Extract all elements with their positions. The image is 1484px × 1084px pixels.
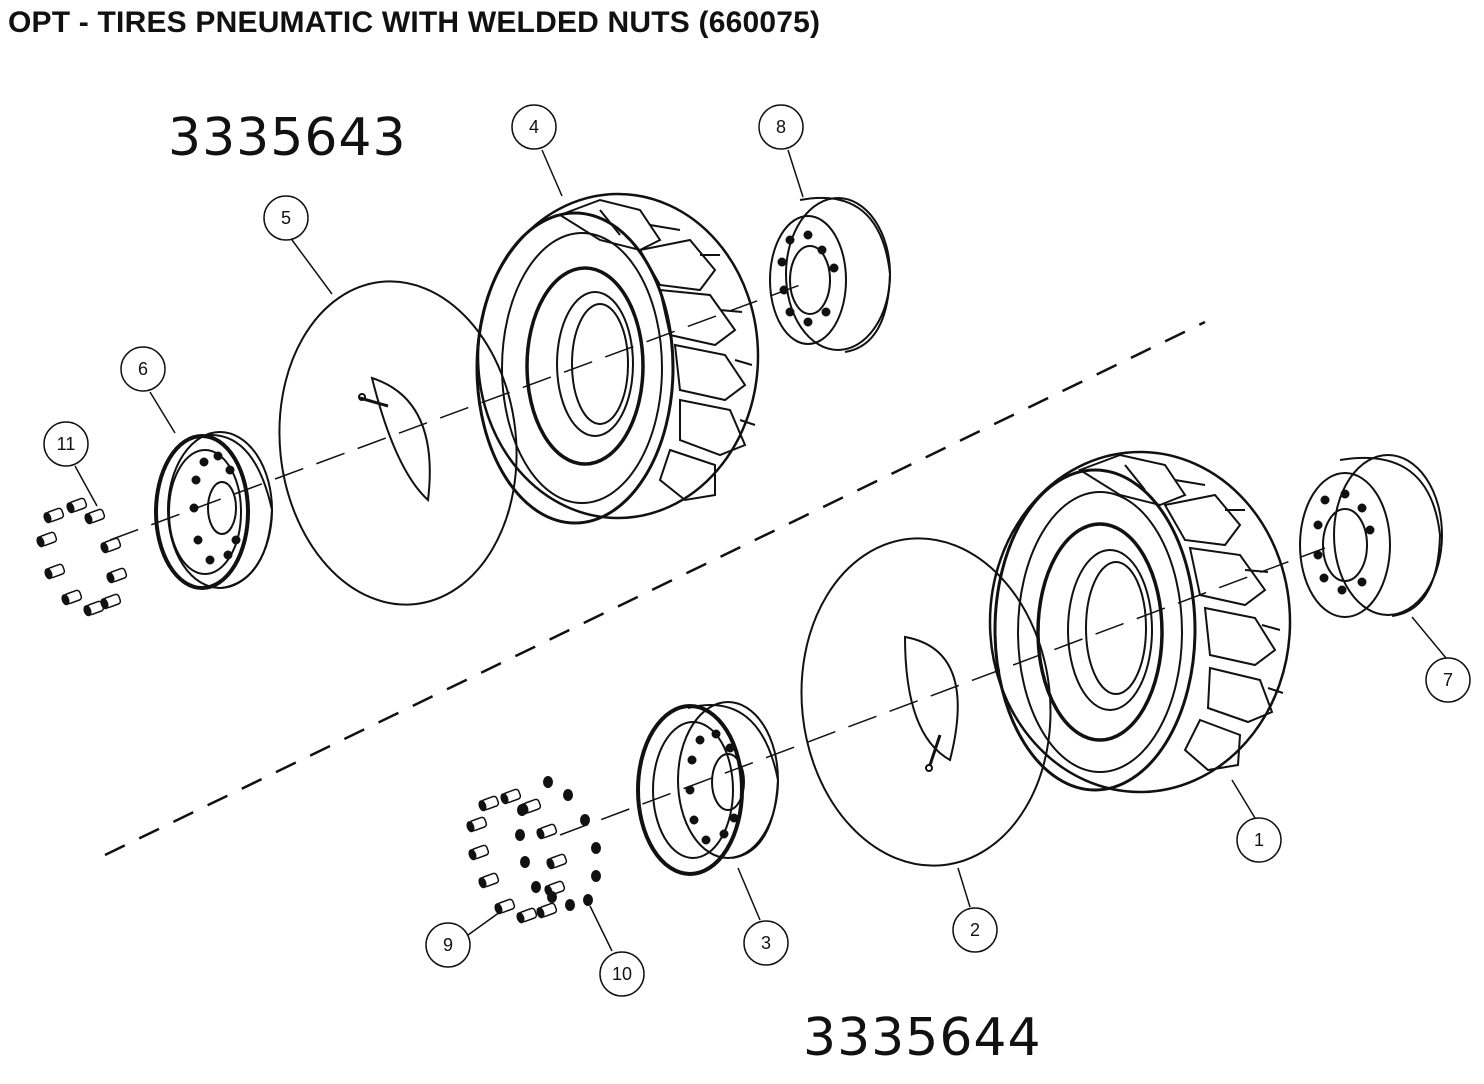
callout-3: 3	[743, 920, 789, 966]
assembly-part-number-lower: 3335644	[803, 1008, 1042, 1068]
bolt-group-upper	[36, 497, 128, 617]
axis-line-lower	[559, 547, 1326, 836]
callout-label: 7	[1443, 670, 1453, 690]
callout-label: 6	[138, 359, 148, 379]
callout-10: 10	[599, 951, 645, 997]
separation-dashed-line	[104, 320, 1206, 857]
callout-label: 10	[612, 964, 632, 984]
axis-line-upper	[109, 284, 801, 541]
callout-1: 1	[1236, 817, 1282, 863]
callout-5: 5	[263, 195, 309, 241]
callout-label: 11	[57, 434, 76, 454]
wheel-rim-half-outer-lower	[1299, 454, 1443, 618]
callout-2: 2	[952, 907, 998, 953]
callout-label: 2	[970, 920, 980, 940]
tube-flap-upper	[278, 280, 518, 606]
wheel-rim-half-inner-lower	[636, 701, 780, 876]
callout-label: 3	[761, 933, 771, 953]
assembly-part-number-upper: 3335643	[168, 108, 407, 168]
bolt-group-lower	[466, 788, 568, 924]
leader-lines	[74, 149, 1447, 952]
callout-4: 4	[511, 104, 557, 150]
callout-11: 11	[43, 421, 89, 467]
nut-group-lower	[515, 776, 601, 911]
diagram-title: OPT - TIRES PNEUMATIC WITH WELDED NUTS (…	[8, 6, 821, 39]
tube-flap-lower	[800, 537, 1052, 867]
callout-label: 9	[443, 935, 453, 955]
wheel-rim-half-inner-upper	[154, 431, 274, 590]
callout-9: 9	[425, 922, 471, 968]
callout-label: 8	[776, 117, 786, 137]
callout-7: 7	[1425, 657, 1471, 703]
tire-lower	[988, 450, 1292, 794]
tire-upper	[475, 192, 760, 525]
wheel-rim-half-outer-upper	[769, 196, 892, 353]
callout-label: 4	[529, 117, 539, 137]
callout-6: 6	[120, 346, 166, 392]
callout-label: 5	[281, 208, 291, 228]
callout-8: 8	[758, 104, 804, 150]
callout-label: 1	[1254, 830, 1264, 850]
